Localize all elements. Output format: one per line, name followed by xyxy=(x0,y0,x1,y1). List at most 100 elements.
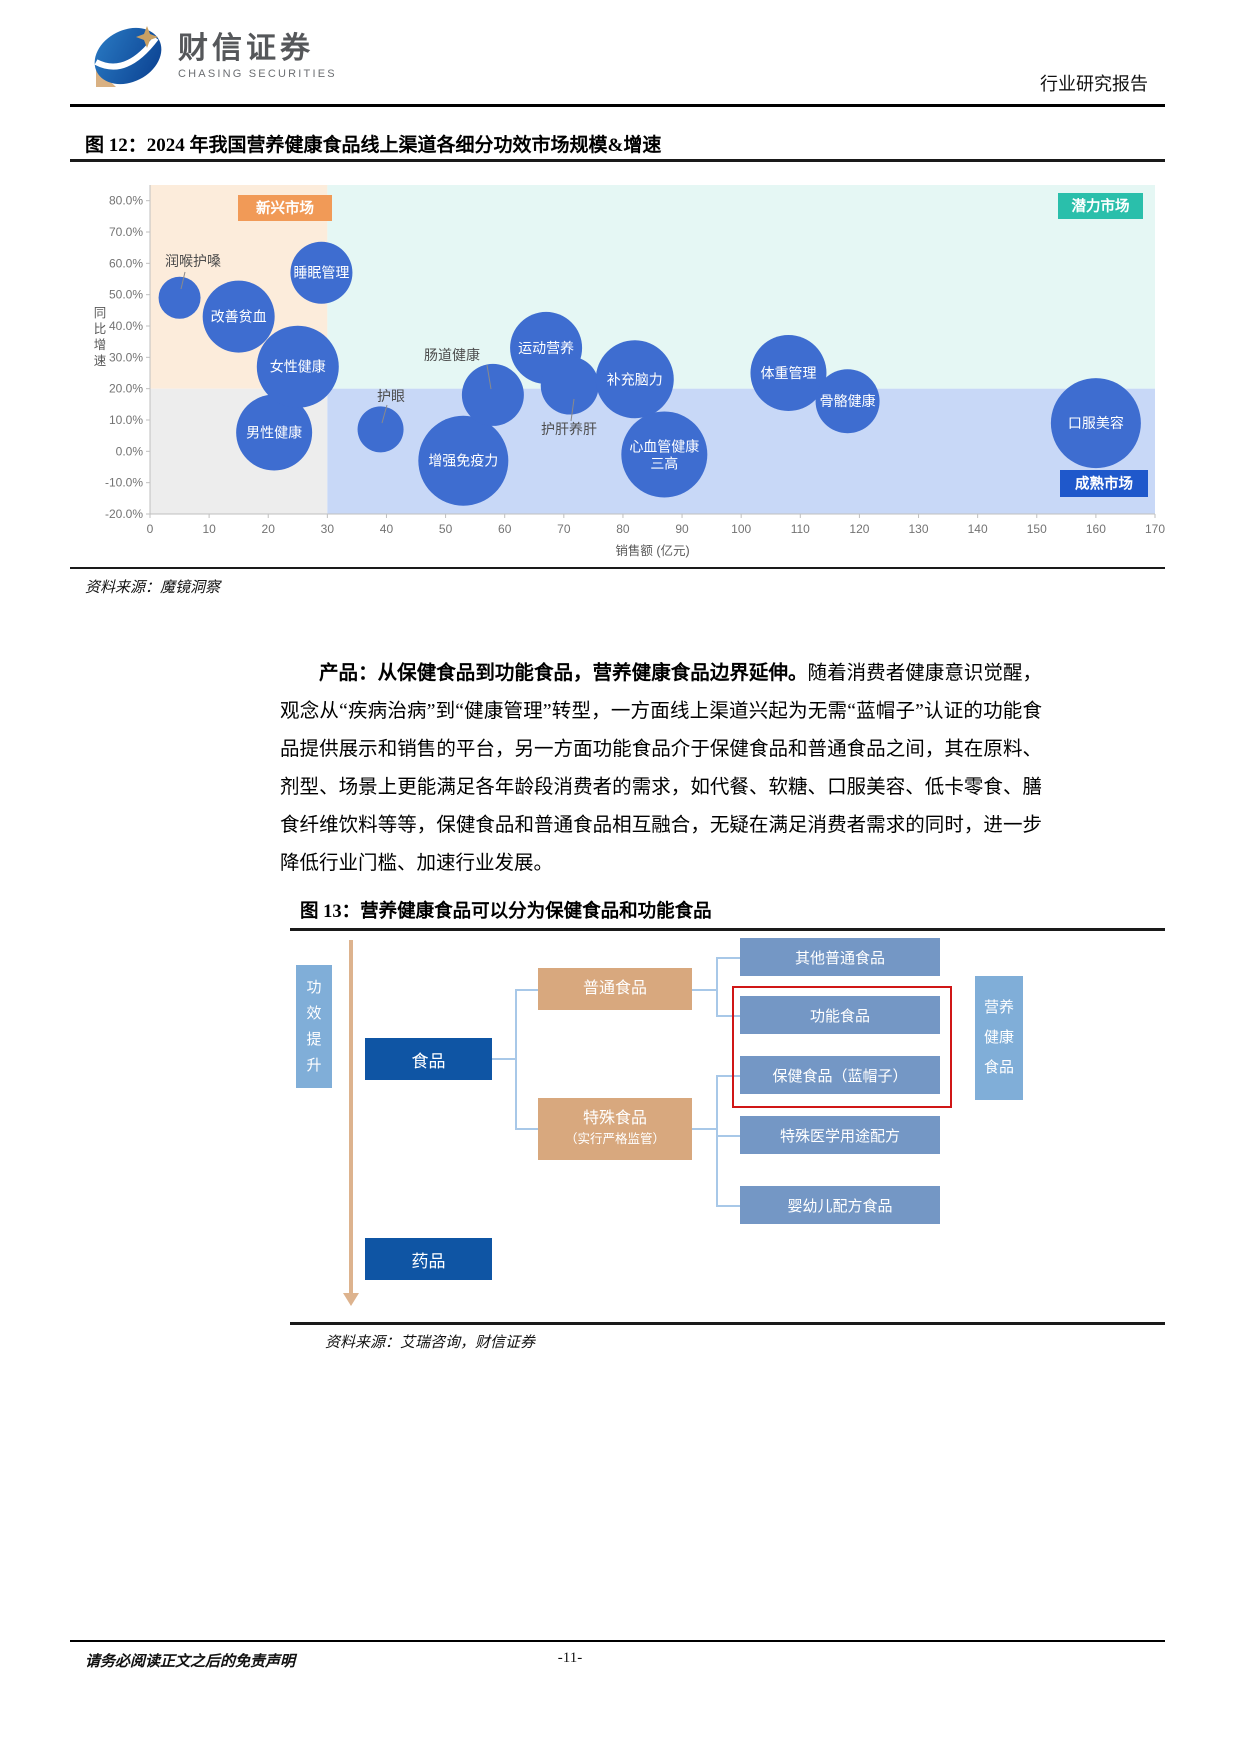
y-tick-label: 0.0% xyxy=(116,444,144,458)
footer-disclaimer: 请务必阅读正文之后的免责声明 xyxy=(85,1654,296,1670)
chart-bubble xyxy=(290,241,353,304)
connector xyxy=(716,1205,740,1207)
connector xyxy=(716,1015,740,1017)
chart-bubble-label: 男性健康 xyxy=(246,425,302,441)
x-tick-label: 170 xyxy=(1145,522,1165,536)
market-badge-label: 成熟市场 xyxy=(1075,475,1133,493)
connector xyxy=(515,989,517,1129)
figure13-source: 资料来源：艾瑞咨询，财信证券 xyxy=(325,1335,536,1351)
x-tick-label: 10 xyxy=(202,522,216,536)
connector xyxy=(716,957,740,959)
chart-bubble xyxy=(357,406,404,453)
y-tick-label: -10.0% xyxy=(105,476,143,490)
figure12-top-rule xyxy=(70,159,1165,162)
y-tick-label: 80.0% xyxy=(109,194,143,208)
x-axis-title: 销售额 (亿元) xyxy=(615,543,689,558)
label-leader-line xyxy=(180,271,186,290)
footer-divider xyxy=(70,1640,1165,1642)
connector xyxy=(716,1075,740,1077)
node-health-food: 保健食品（蓝帽子） xyxy=(740,1056,940,1094)
connector xyxy=(692,1128,716,1130)
market-badge xyxy=(1060,470,1148,497)
figure13-diagram: 功 效 提 升 食品 药品 普通食品 特殊食品 （实行严格监管） 其他普通食品 … xyxy=(290,935,1090,1327)
chart-bubble xyxy=(158,276,201,319)
x-tick-label: 120 xyxy=(849,522,869,536)
y-tick-label: 60.0% xyxy=(109,256,143,270)
y-axis-title: 增 xyxy=(94,337,107,352)
figure13-top-rule xyxy=(290,928,1165,931)
market-badge-label: 新兴市场 xyxy=(256,199,314,217)
chart-bubble xyxy=(621,411,708,498)
connector xyxy=(692,989,716,991)
node-special-food: 特殊食品 （实行严格监管） xyxy=(538,1098,692,1160)
connector xyxy=(716,957,718,1015)
label-leader-line xyxy=(486,364,492,390)
y-tick-label: 20.0% xyxy=(109,382,143,396)
figure12-bottom-rule xyxy=(70,567,1165,569)
logo-en-text: CHASING SECURITIES xyxy=(178,67,337,80)
x-tick-label: 80 xyxy=(616,522,630,536)
diagram-axis-box: 功 效 提 升 xyxy=(296,965,332,1088)
figure13-bottom-rule xyxy=(290,1322,1165,1325)
x-tick-label: 50 xyxy=(439,522,453,536)
connector xyxy=(492,1058,515,1060)
node-functional-food: 功能食品 xyxy=(740,996,940,1034)
header-divider xyxy=(70,104,1165,107)
connector xyxy=(515,989,538,991)
chart-bubble xyxy=(750,335,827,411)
body-paragraph: 产品：从保健食品到功能食品，营养健康食品边界延伸。随着消费者健康意识觉醒，观念从… xyxy=(280,655,1042,883)
node-medical-formula: 特殊医学用途配方 xyxy=(740,1116,940,1154)
label-leader-line xyxy=(381,404,388,424)
node-special-food-label: 特殊食品 xyxy=(582,1110,647,1127)
chart-bubble xyxy=(418,415,509,506)
x-tick-label: 20 xyxy=(262,522,276,536)
chart-bubble-label: 肠道健康 xyxy=(424,347,480,363)
arrow-down-line xyxy=(349,940,353,1293)
node-other-ordinary-food: 其他普通食品 xyxy=(740,938,940,976)
arrow-down-head xyxy=(343,1293,359,1306)
y-tick-label: 50.0% xyxy=(109,288,143,302)
x-tick-label: 130 xyxy=(909,522,929,536)
paragraph-lead: 产品：从保健食品到功能食品，营养健康食品边界延伸。 xyxy=(319,663,808,684)
chart-bubble xyxy=(815,369,880,434)
chart-bubble-label: 口服美容 xyxy=(1068,415,1124,431)
y-tick-label: 10.0% xyxy=(109,413,143,427)
x-tick-label: 60 xyxy=(498,522,512,536)
label-leader-line xyxy=(570,398,575,422)
chart-bubble-label: 护肝养肝 xyxy=(541,421,597,437)
x-tick-label: 150 xyxy=(1027,522,1047,536)
chart-bubble-label: 骨骼健康 xyxy=(820,393,876,409)
market-badge-label: 潜力市场 xyxy=(1072,197,1130,215)
node-ordinary-food: 普通食品 xyxy=(538,968,692,1010)
figure13-title: 图 13：营养健康食品可以分为保健食品和功能食品 xyxy=(300,902,712,922)
bubble-chart: 80.0% 70.0% 60.0% 50.0% 40.0% 30.0% 20.0% 10.0%… xyxy=(94,185,1165,558)
figure12-title: 图 12：2024 年我国营养健康食品线上渠道各细分功效市场规模&增速 xyxy=(85,135,662,156)
page-number: -11- xyxy=(557,1650,583,1666)
chart-bubble-label: 润喉护嗓 xyxy=(165,253,221,269)
y-tick-label: 70.0% xyxy=(109,225,143,239)
node-medicine: 药品 xyxy=(365,1238,492,1280)
figure12-chart: 80.0% 70.0% 60.0% 50.0% 40.0% 30.0% 20.0% 10.0%… xyxy=(70,165,1165,565)
chart-bubble-label: 心血管健康三高 xyxy=(629,438,699,471)
chart-bubble-label: 女性健康 xyxy=(270,359,326,375)
node-nutrition-health-food: 营养 健康 食品 xyxy=(975,976,1023,1100)
x-tick-label: 140 xyxy=(968,522,988,536)
chart-bubble-label: 护眼 xyxy=(377,388,405,404)
connector xyxy=(716,1075,718,1205)
node-infant-formula: 婴幼儿配方食品 xyxy=(740,1186,940,1224)
y-axis-title: 同 xyxy=(94,306,107,320)
y-axis-title: 比 xyxy=(94,322,107,336)
chart-bubble xyxy=(202,280,275,353)
chart-bubble-label: 运动营养 xyxy=(518,340,574,356)
chart-bubble-label: 睡眠管理 xyxy=(293,265,349,281)
highlight-box xyxy=(732,986,952,1108)
y-tick-label: 40.0% xyxy=(109,319,143,333)
chart-bubble-label: 体重管理 xyxy=(760,365,816,381)
logo-cn-text: 财信证券 xyxy=(178,31,314,65)
x-tick-label: 160 xyxy=(1086,522,1106,536)
y-tick-label: 30.0% xyxy=(109,350,143,364)
y-tick-label: -20.0% xyxy=(105,507,143,521)
x-tick-label: 30 xyxy=(321,522,335,536)
chart-bubble xyxy=(236,394,313,471)
chart-bubble xyxy=(540,356,599,415)
